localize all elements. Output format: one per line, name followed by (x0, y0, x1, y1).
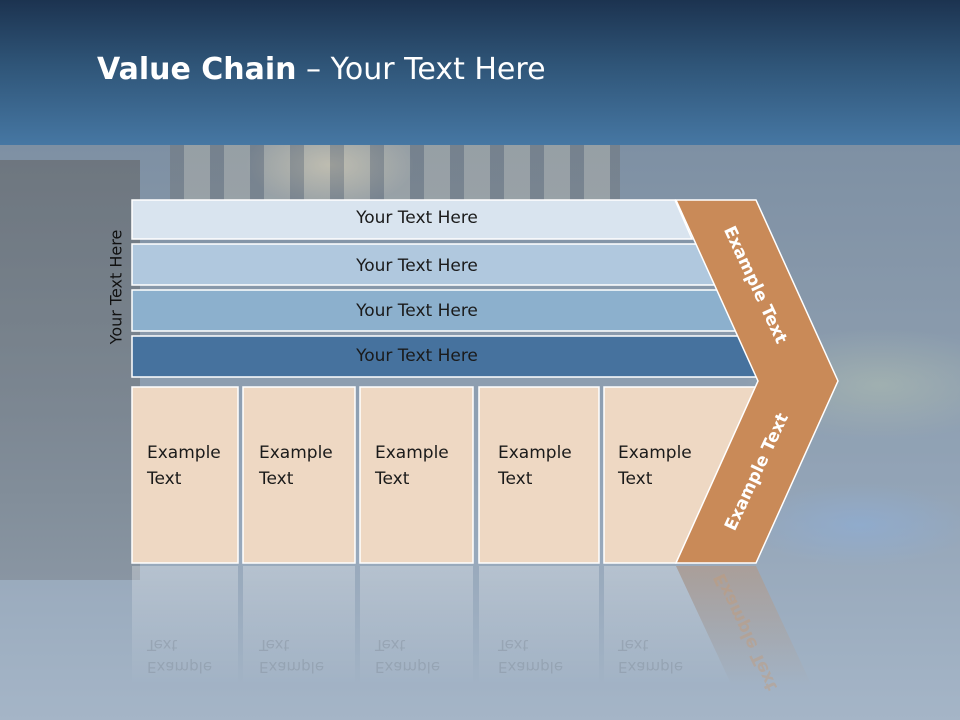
box-4-line-1: Example (498, 443, 572, 463)
box-5-reflection-text: Example Text (618, 634, 718, 678)
box-3-line-2: Text (375, 469, 410, 489)
box-3-reflection (360, 566, 473, 686)
box-3-line-1: Example (375, 443, 449, 463)
band-3-label: Your Text Here (356, 301, 478, 321)
box-4-reflection (479, 566, 599, 686)
title-rest: – Your Text Here (296, 52, 546, 87)
chevron-reflection (676, 566, 812, 686)
band-1-label: Your Text Here (356, 208, 478, 228)
box-3-reflection-line-1: Example (375, 658, 441, 676)
box-2-line-2: Text (259, 469, 294, 489)
side-label: Your Text Here (106, 229, 126, 345)
box-4-line-2: Text (498, 469, 533, 489)
box-5-line-1: Example (618, 443, 692, 463)
box-2-reflection-text: Example Text (259, 634, 359, 678)
box-1-line-2: Text (147, 469, 182, 489)
band-1 (131, 199, 694, 240)
box-1 (131, 386, 239, 564)
box-3-reflection-line-2: Text (375, 636, 406, 654)
box-4-reflection-text: Example Text (498, 634, 598, 678)
box-3 (359, 386, 474, 564)
box-2 (242, 386, 356, 564)
box-1-line-1: Example (147, 443, 221, 463)
box-2-line-1: Example (259, 443, 333, 463)
band-2-label: Your Text Here (356, 256, 478, 276)
box-2-reflection-line-1: Example (259, 658, 325, 676)
header-band (0, 0, 960, 145)
title-bold: Value Chain (97, 52, 297, 87)
chevron-arrow (674, 199, 839, 564)
box-5-line-2: Text (618, 469, 653, 489)
box-4-reflection-line-1: Example (498, 658, 564, 676)
slide-title: Value Chain – Your Text Here (97, 52, 546, 87)
box-4-reflection-line-2: Text (498, 636, 529, 654)
box-3-reflection-text: Example Text (375, 634, 475, 678)
box-2-reflection-line-2: Text (259, 636, 290, 654)
box-1-reflection (132, 566, 238, 686)
band-4-label: Your Text Here (356, 346, 478, 366)
box-1-reflection-text: Example Text (147, 634, 247, 678)
box-1-reflection-line-1: Example (147, 658, 213, 676)
box-4 (478, 386, 600, 564)
box-5-reflection-line-2: Text (618, 636, 649, 654)
box-2-reflection (243, 566, 355, 686)
background-left-structure (0, 160, 140, 580)
box-1-reflection-line-2: Text (147, 636, 178, 654)
box-5-reflection-line-1: Example (618, 658, 684, 676)
box-5-reflection (604, 566, 732, 686)
